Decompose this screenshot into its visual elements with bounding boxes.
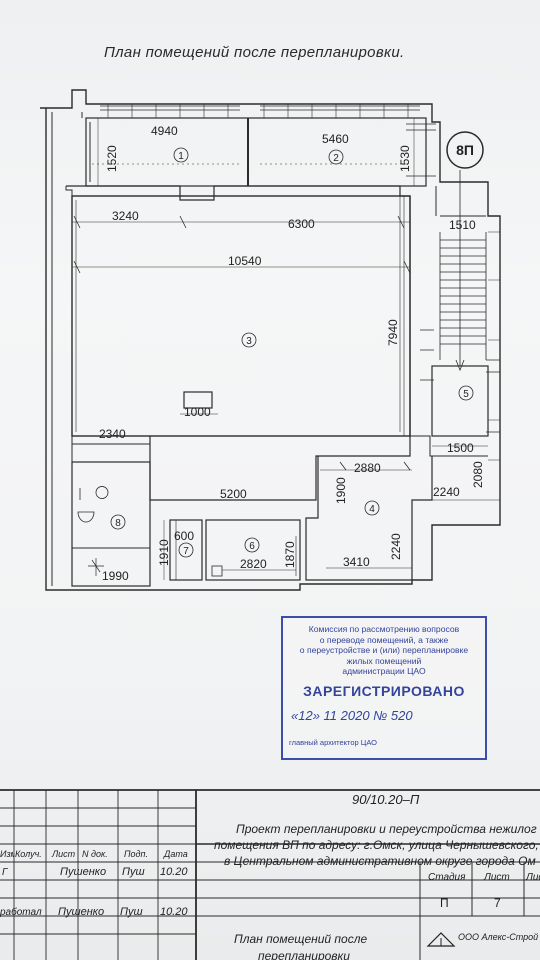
stamp-line-1: Комиссия по рассмотрению вопросов: [308, 624, 460, 634]
room-number-6: 6: [249, 541, 255, 552]
header-koluch: Колуч.: [15, 849, 42, 859]
drawing-title-1: План помещений после: [234, 932, 368, 946]
project-line-2: помещения ВП по адресу: г.Омск, улица Че…: [214, 838, 539, 852]
stamp-line-5: администрации ЦАО: [342, 666, 426, 676]
row2-date: 10.20: [160, 906, 188, 918]
floor-plan: 4940 5460 1520 1530 3240 6300 1510 10540…: [40, 89, 501, 591]
header-podp: Подп.: [124, 849, 148, 859]
row2-signature: Пуш: [120, 906, 143, 918]
doc-code: 90/10.20–П: [352, 792, 420, 807]
room-number-3: 3: [246, 336, 252, 347]
company-name: ООО Алекс-Строй: [458, 932, 539, 942]
stamp-registered: ЗАРЕГИСТРИРОВАНО: [303, 682, 465, 699]
dim-3410: 3410: [343, 555, 370, 569]
dim-1500: 1500: [447, 441, 474, 455]
dim-5200: 5200: [220, 487, 247, 501]
project-line-3: в Центральном административном округе го…: [224, 854, 536, 868]
dim-2240-vertical: 2240: [389, 533, 403, 560]
plan-title: План помещений после перепланировки.: [104, 44, 405, 61]
stamp-line-4: жилых помещений: [346, 655, 422, 666]
dim-1510: 1510: [449, 218, 476, 232]
room-number-1: 1: [178, 151, 184, 162]
stamp-line-2: о переводе помещений, а также: [319, 634, 449, 645]
title-block-grid: [0, 789, 540, 960]
dim-7940: 7940: [386, 319, 400, 346]
row1-date: 10.20: [160, 866, 188, 878]
dim-1870: 1870: [283, 541, 297, 568]
stamp-line-3: о переустройстве и (или) перепланировке: [299, 645, 469, 655]
dim-600: 600: [174, 529, 194, 543]
dim-1990: 1990: [102, 569, 129, 583]
stage-label: Стадия: [428, 872, 466, 883]
sheets-label: Листо: [526, 872, 540, 883]
dim-2080: 2080: [471, 461, 485, 488]
room-number-7: 7: [183, 546, 189, 557]
stamp-date: «12» 11 2020 № 520: [291, 708, 413, 723]
row2-role: работал: [0, 907, 42, 918]
drawing-title-2: перепланировки: [258, 949, 350, 960]
room-number-8: 8: [115, 518, 121, 529]
header-list: Лист: [52, 849, 76, 859]
dim-2820: 2820: [240, 557, 267, 571]
header-data: Дата: [164, 849, 188, 859]
stage-value: П: [440, 896, 449, 910]
dim-1000: 1000: [184, 405, 211, 419]
stair-marker: 8П: [456, 142, 474, 158]
dim-1900: 1900: [334, 477, 348, 504]
room-number-4: 4: [369, 504, 375, 515]
row1-role: Г: [2, 867, 8, 878]
header-ndok: N док.: [82, 849, 108, 859]
dim-6300: 6300: [288, 217, 315, 231]
dim-1910: 1910: [157, 539, 171, 566]
dim-2880: 2880: [354, 461, 381, 475]
dim-10540: 10540: [228, 254, 262, 268]
room-number-5: 5: [463, 389, 469, 400]
dim-1530: 1530: [398, 145, 412, 172]
dim-5460: 5460: [322, 132, 349, 146]
dim-3240: 3240: [112, 209, 139, 223]
sheet-value: 7: [494, 896, 501, 910]
sheet-label: Лист: [484, 872, 510, 883]
row2-name: Пушенко: [58, 906, 105, 918]
header-izm: Изм.: [0, 849, 14, 859]
dim-1520: 1520: [105, 145, 119, 172]
stamp-architect: главный архитектор ЦАО: [289, 738, 377, 747]
company-logo-icon: [426, 932, 456, 947]
project-line-1: Проект перепланировки и переустройства н…: [236, 822, 537, 836]
dim-4940: 4940: [151, 124, 178, 138]
room-number-2: 2: [333, 153, 339, 164]
row1-signature: Пуш: [122, 866, 145, 878]
row1-name: Пушенко: [60, 866, 107, 878]
registration-stamp: Комиссия по рассмотрению вопросов о пере…: [281, 616, 487, 760]
dim-2340: 2340: [99, 427, 126, 441]
dim-2240-right: 2240: [433, 485, 460, 499]
